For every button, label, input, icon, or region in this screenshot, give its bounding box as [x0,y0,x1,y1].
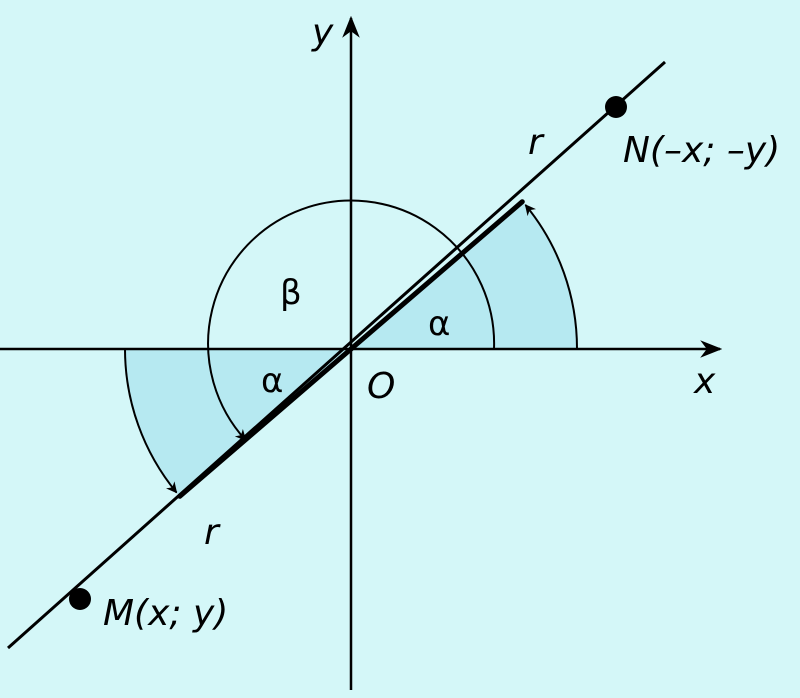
alpha-arrow-lower [124,348,178,494]
alpha-label-upper: α [428,304,450,344]
beta-label: β [280,273,302,313]
point-n-label: N(–x; –y) [623,130,780,171]
point-n-dot [605,96,627,118]
radius-segment-upper [348,199,525,352]
radius-segment-lower [177,346,354,499]
origin-label: O [367,366,395,407]
sector-upper-alpha [351,201,577,349]
alpha-label-lower: α [261,361,283,401]
y-axis-label: y [311,12,334,53]
beta-arc [207,199,496,441]
x-axis-label: x [693,361,716,402]
point-m-dot [69,588,91,610]
alpha-arrow-upper [524,204,579,350]
radius-label-upper: r [528,122,545,163]
sector-lower-alpha [125,349,351,497]
radius-label-lower: r [204,512,221,553]
point-m-label: M(x; y) [103,593,228,634]
diagonal-line [7,60,666,650]
